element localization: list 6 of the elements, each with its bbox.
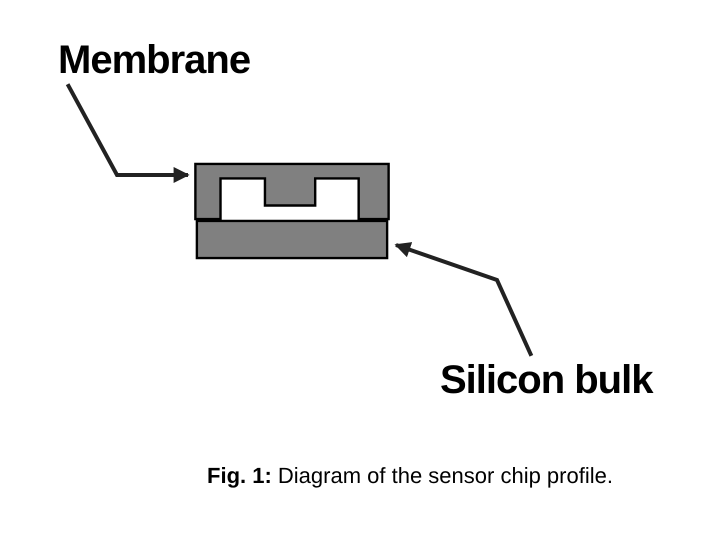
part-label: Membrane xyxy=(58,38,250,82)
leader-arrow xyxy=(66,83,190,183)
part-label: Silicon bulk xyxy=(440,358,652,402)
leader-arrow xyxy=(394,242,534,357)
membrane-layer xyxy=(192,163,392,220)
figure-caption: Fig. 1: Diagram of the sensor chip profile. xyxy=(207,463,613,489)
